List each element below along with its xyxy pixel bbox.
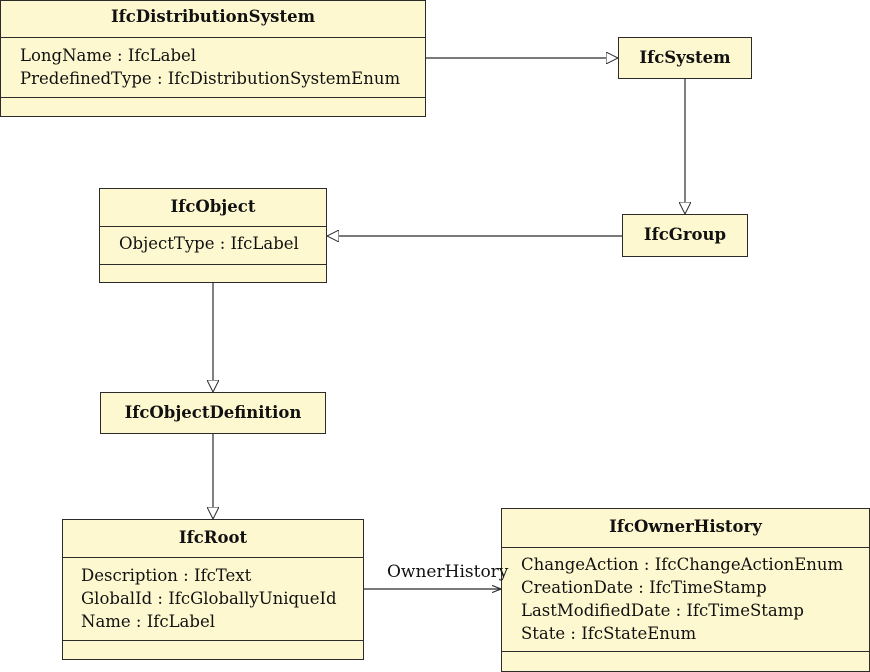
class-ifcobject[interactable]: IfcObject ObjectType : IfcLabel	[99, 188, 327, 283]
association-label-ownerhistory: OwnerHistory	[387, 562, 509, 582]
divider	[63, 557, 363, 558]
attribute: PredefinedType : IfcDistributionSystemEn…	[20, 69, 401, 88]
class-name: IfcOwnerHistory	[609, 517, 762, 536]
class-name: IfcSystem	[639, 48, 731, 67]
class-name: IfcRoot	[178, 528, 248, 547]
attribute: GlobalId : IfcGloballyUniqueId	[81, 589, 337, 608]
class-ifcobjectdefinition[interactable]: IfcObjectDefinition	[100, 392, 326, 434]
divider	[100, 226, 326, 227]
attribute-list: LongName : IfcLabel PredefinedType : Ifc…	[20, 44, 400, 90]
attribute: LongName : IfcLabel	[20, 46, 197, 65]
attribute: LastModifiedDate : IfcTimeStamp	[521, 601, 804, 620]
class-ifcdistributionsystem[interactable]: IfcDistributionSystem LongName : IfcLabe…	[0, 0, 426, 117]
class-name: IfcObjectDefinition	[124, 403, 302, 422]
divider	[1, 37, 425, 38]
class-name: IfcDistributionSystem	[110, 7, 316, 26]
class-ifcroot[interactable]: IfcRoot Description : IfcText GlobalId :…	[62, 519, 364, 660]
class-ifcownerhistory[interactable]: IfcOwnerHistory ChangeAction : IfcChange…	[501, 508, 870, 672]
attribute: CreationDate : IfcTimeStamp	[521, 578, 767, 597]
class-ifcsystem[interactable]: IfcSystem	[618, 37, 752, 79]
attribute: State : IfcStateEnum	[521, 624, 697, 643]
attribute: ObjectType : IfcLabel	[119, 234, 299, 253]
attribute-list: ChangeAction : IfcChangeActionEnum Creat…	[521, 553, 843, 645]
class-name: IfcObject	[170, 197, 256, 216]
class-name: IfcGroup	[643, 225, 727, 244]
divider	[502, 651, 869, 652]
divider	[100, 264, 326, 265]
divider	[1, 97, 425, 98]
attribute: ChangeAction : IfcChangeActionEnum	[521, 555, 844, 574]
attribute-list: ObjectType : IfcLabel	[119, 232, 299, 255]
attribute: Name : IfcLabel	[81, 612, 215, 631]
divider	[63, 640, 363, 641]
divider	[502, 547, 869, 548]
attribute: Description : IfcText	[81, 566, 252, 585]
attribute-list: Description : IfcText GlobalId : IfcGlob…	[81, 564, 337, 633]
class-ifcgroup[interactable]: IfcGroup	[622, 214, 748, 257]
